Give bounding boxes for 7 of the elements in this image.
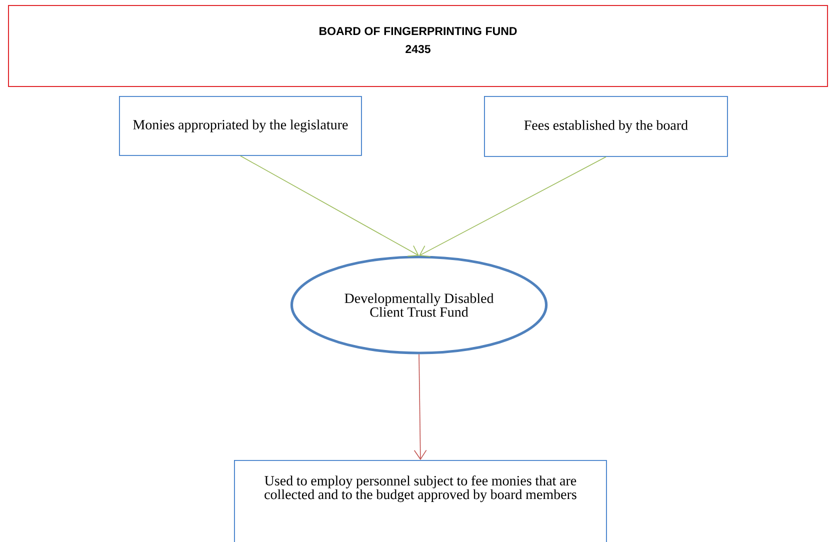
arrow <box>419 156 606 257</box>
title-box: BOARD OF FINGERPRINTING FUND 2435 <box>8 5 828 87</box>
process-box: Used to employ personnel subject to fee monies that are collected and to the budget approved by board members <box>234 460 607 542</box>
process-box: Fees established by the board <box>484 96 728 157</box>
process-box: Monies appropriated by the legislature <box>119 96 362 156</box>
arrow <box>414 354 427 460</box>
arrow <box>240 156 419 257</box>
